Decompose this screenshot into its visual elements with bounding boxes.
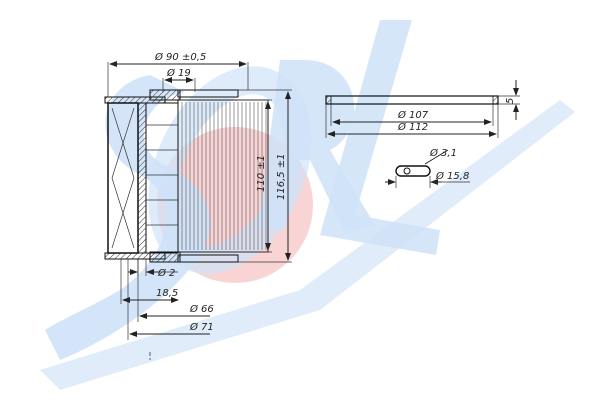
dim-outer-diameter: Ø 90 ±0,5 xyxy=(107,51,249,97)
wall-label: Ø 2 xyxy=(157,267,175,279)
dim-outer-diameter-2: Ø 71 xyxy=(127,259,214,340)
clip-body xyxy=(395,165,431,177)
gasket-inner-label: Ø 107 xyxy=(397,109,429,121)
dim-gasket-outer: Ø 112 xyxy=(325,104,499,138)
end-caps xyxy=(104,89,239,263)
gasket-section: 5 Ø 107 Ø 112 xyxy=(325,80,520,138)
gasket-thickness-label: 5 xyxy=(505,98,516,104)
watermark-letter-s xyxy=(45,75,211,360)
clip-hole xyxy=(403,167,411,175)
dim-top-hole: Ø 19 xyxy=(162,67,196,92)
dim-inner-diameter: Ø 66 xyxy=(137,259,214,322)
outer-diameter-2-label: Ø 71 xyxy=(189,321,214,333)
watermark-swoosh xyxy=(40,100,575,390)
gasket-outer-label: Ø 112 xyxy=(397,121,428,133)
dim-clip-wire: Ø 3,1 xyxy=(424,147,457,165)
clip-hole-label: Ø 15,8 xyxy=(435,170,469,182)
outer-diameter-label: Ø 90 ±0,5 xyxy=(154,51,206,63)
inner-diameter-label: Ø 66 xyxy=(189,303,214,315)
offset-label: 18,5 xyxy=(156,288,178,299)
dim-gasket-thickness: 5 xyxy=(498,80,520,120)
watermark-letter-l xyxy=(320,20,440,255)
height-inner-label: 110 ±1 xyxy=(256,155,267,192)
dim-heights: 110 ±1 116,5 ±1 xyxy=(238,89,292,263)
clip-section: Ø 3,1 Ø 15,8 xyxy=(385,147,470,188)
dim-gasket-inner: Ø 107 xyxy=(330,104,494,126)
inner-core xyxy=(107,102,179,254)
clip-wire-label: Ø 3,1 xyxy=(429,147,457,159)
dim-offset: 18,5 xyxy=(120,259,179,304)
top-hole-label: Ø 19 xyxy=(166,67,191,79)
filter-element-section: Ø 90 ±0,5 Ø 19 110 ±1 116,5 ±1 Ø xyxy=(104,51,292,360)
height-total-label: 116,5 ±1 xyxy=(276,153,287,200)
dim-clip-hole: Ø 15,8 xyxy=(385,170,470,188)
